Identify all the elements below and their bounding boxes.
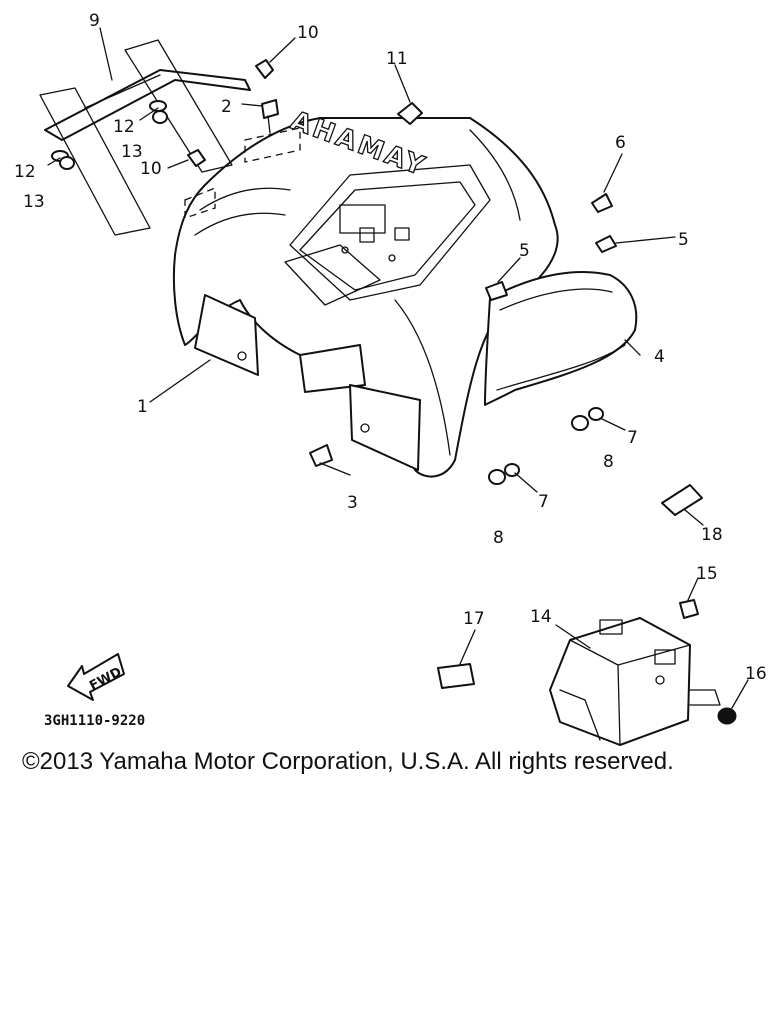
fwd-arrow-icon: FWD (67, 653, 125, 701)
battery-box (549, 617, 721, 746)
pad-17 (437, 663, 475, 689)
callout-1: 1 (137, 397, 148, 417)
callout-11: 11 (386, 49, 408, 69)
callout-10: 10 (140, 159, 162, 179)
bolt-3 (309, 444, 333, 467)
nut-16 (717, 707, 737, 725)
callout-12: 12 (113, 117, 135, 137)
side-cover (484, 270, 638, 406)
bolt-5-right (595, 235, 617, 253)
callout-7: 7 (627, 428, 638, 448)
bolt-5-left (485, 281, 508, 301)
flap-strip (39, 39, 251, 236)
callout-8: 8 (493, 528, 504, 548)
rear-fender (172, 117, 559, 478)
nut-13-a (59, 156, 75, 170)
bolt-11 (397, 102, 423, 125)
callout-6: 6 (615, 133, 626, 153)
callout-7: 7 (538, 492, 549, 512)
callout-5: 5 (519, 241, 530, 261)
bolt-10-left (187, 149, 206, 167)
bolt-15 (679, 599, 699, 619)
callout-14: 14 (530, 607, 552, 627)
callout-8: 8 (603, 452, 614, 472)
callout-2: 2 (221, 97, 232, 117)
callout-9: 9 (89, 11, 100, 31)
copyright-notice: ©2013 Yamaha Motor Corporation, U.S.A. A… (22, 748, 674, 775)
callout-17: 17 (463, 609, 485, 629)
diagram-code: 3GH1110-9220 (44, 713, 145, 729)
bolt-2 (261, 99, 279, 134)
callout-18: 18 (701, 525, 723, 545)
nut-13-b (152, 110, 168, 124)
callout-4: 4 (654, 347, 665, 367)
callout-12: 12 (14, 162, 36, 182)
callout-5: 5 (678, 230, 689, 250)
leader-lines (47, 27, 749, 709)
washer-7-a (588, 407, 604, 421)
callout-13: 13 (23, 192, 45, 212)
nut-8-a (571, 415, 589, 431)
nut-8-b (488, 469, 506, 485)
callout-10: 10 (297, 23, 319, 43)
clip-18 (661, 484, 703, 516)
bolt-6 (591, 193, 613, 213)
bolt-10-top (255, 59, 274, 79)
callout-15: 15 (696, 564, 718, 584)
washer-12-b (149, 100, 167, 112)
callout-3: 3 (347, 493, 358, 513)
callout-16: 16 (745, 664, 767, 684)
callout-13: 13 (121, 142, 143, 162)
